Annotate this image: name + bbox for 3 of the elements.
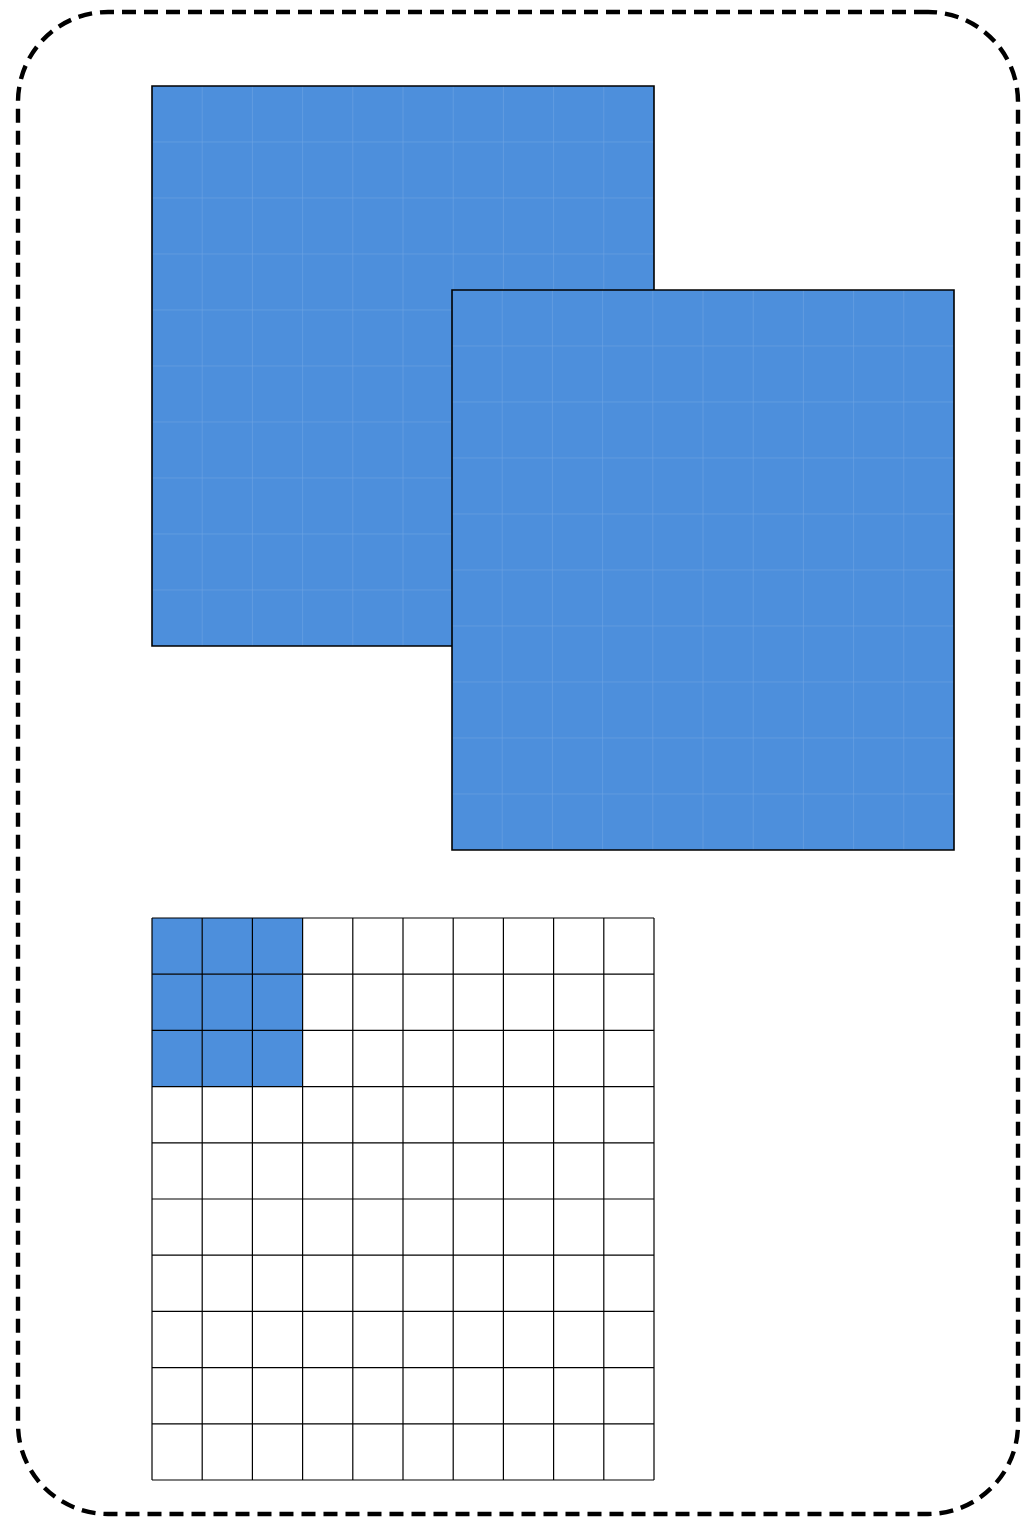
card-border [15, 9, 1021, 1517]
hundred-square [451, 289, 955, 851]
grid-drawing [151, 917, 655, 1481]
